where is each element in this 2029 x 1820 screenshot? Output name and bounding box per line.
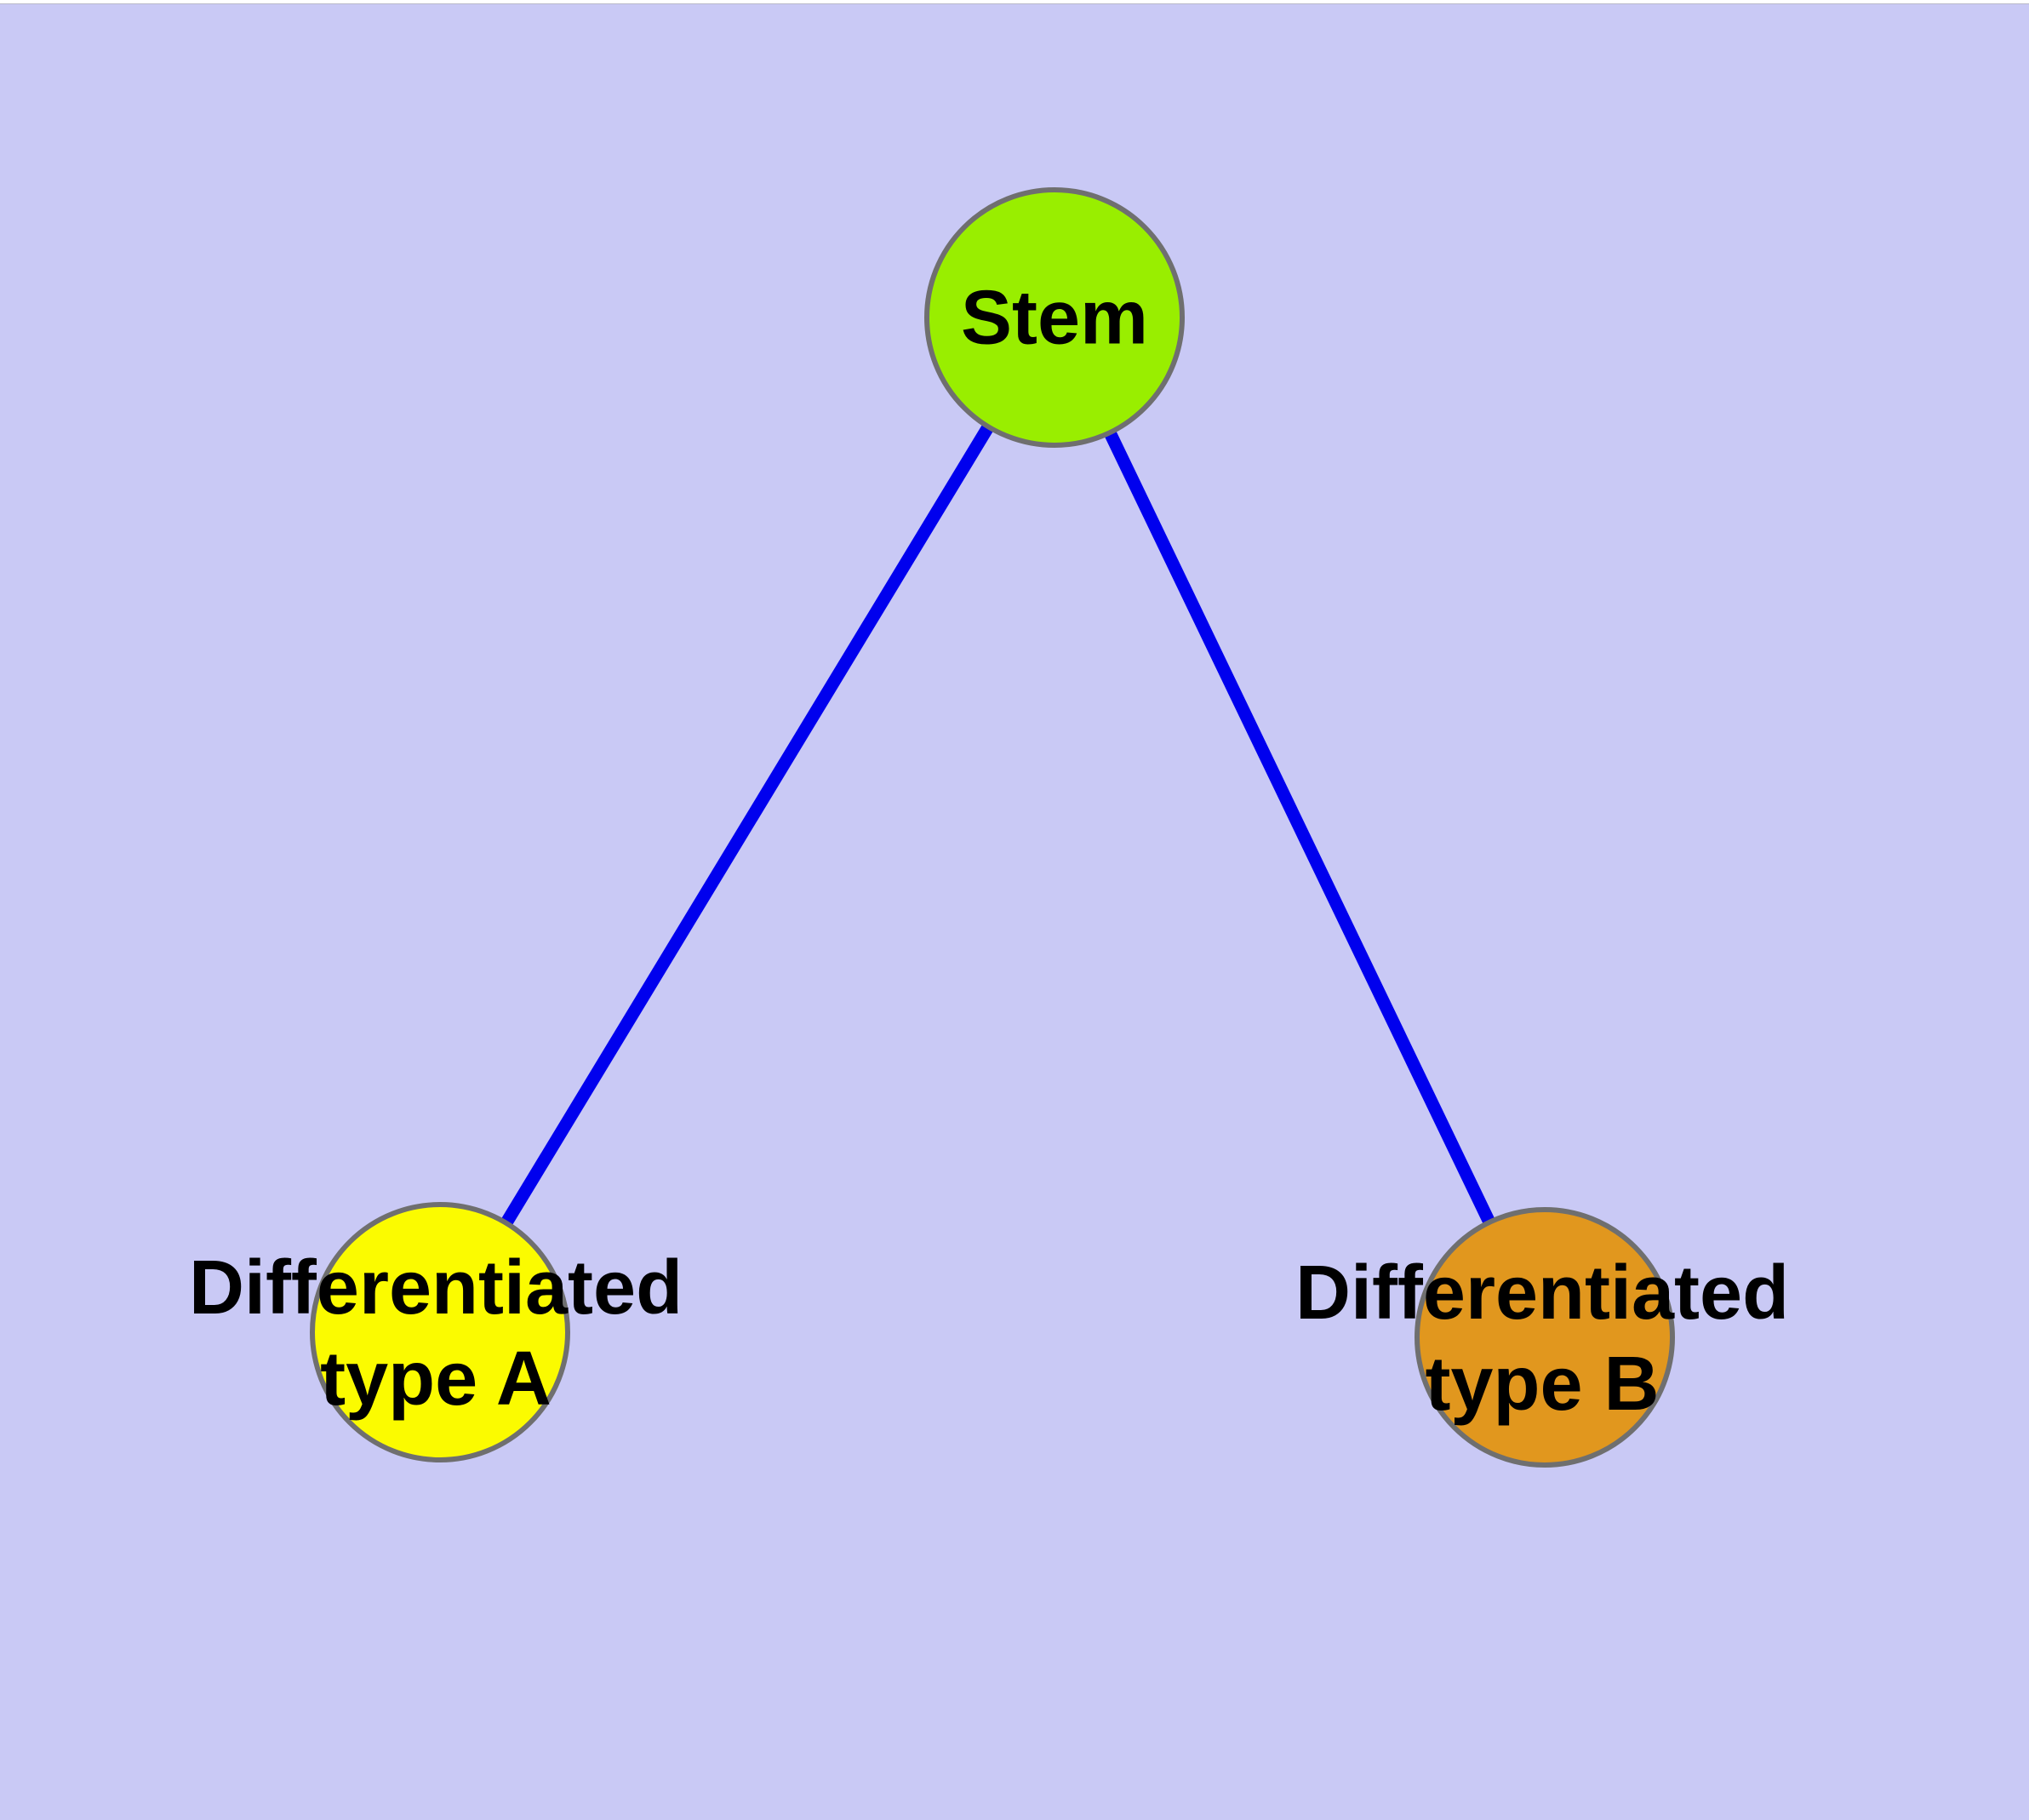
node-differentiated-type-a[interactable] <box>310 1202 570 1462</box>
window-top-edge <box>0 0 2029 4</box>
edge-stem-to-type-a <box>434 314 1060 1336</box>
edge-stem-to-type-b <box>1049 314 1551 1341</box>
node-differentiated-type-b[interactable] <box>1415 1207 1675 1468</box>
node-label-differentiated-type-b: Differentiated type B <box>1295 1250 1790 1427</box>
node-label-stem: Stem <box>960 275 1149 361</box>
node-label-differentiated-type-a: Differentiated type A <box>188 1245 683 1422</box>
node-stem[interactable] <box>924 187 1185 448</box>
